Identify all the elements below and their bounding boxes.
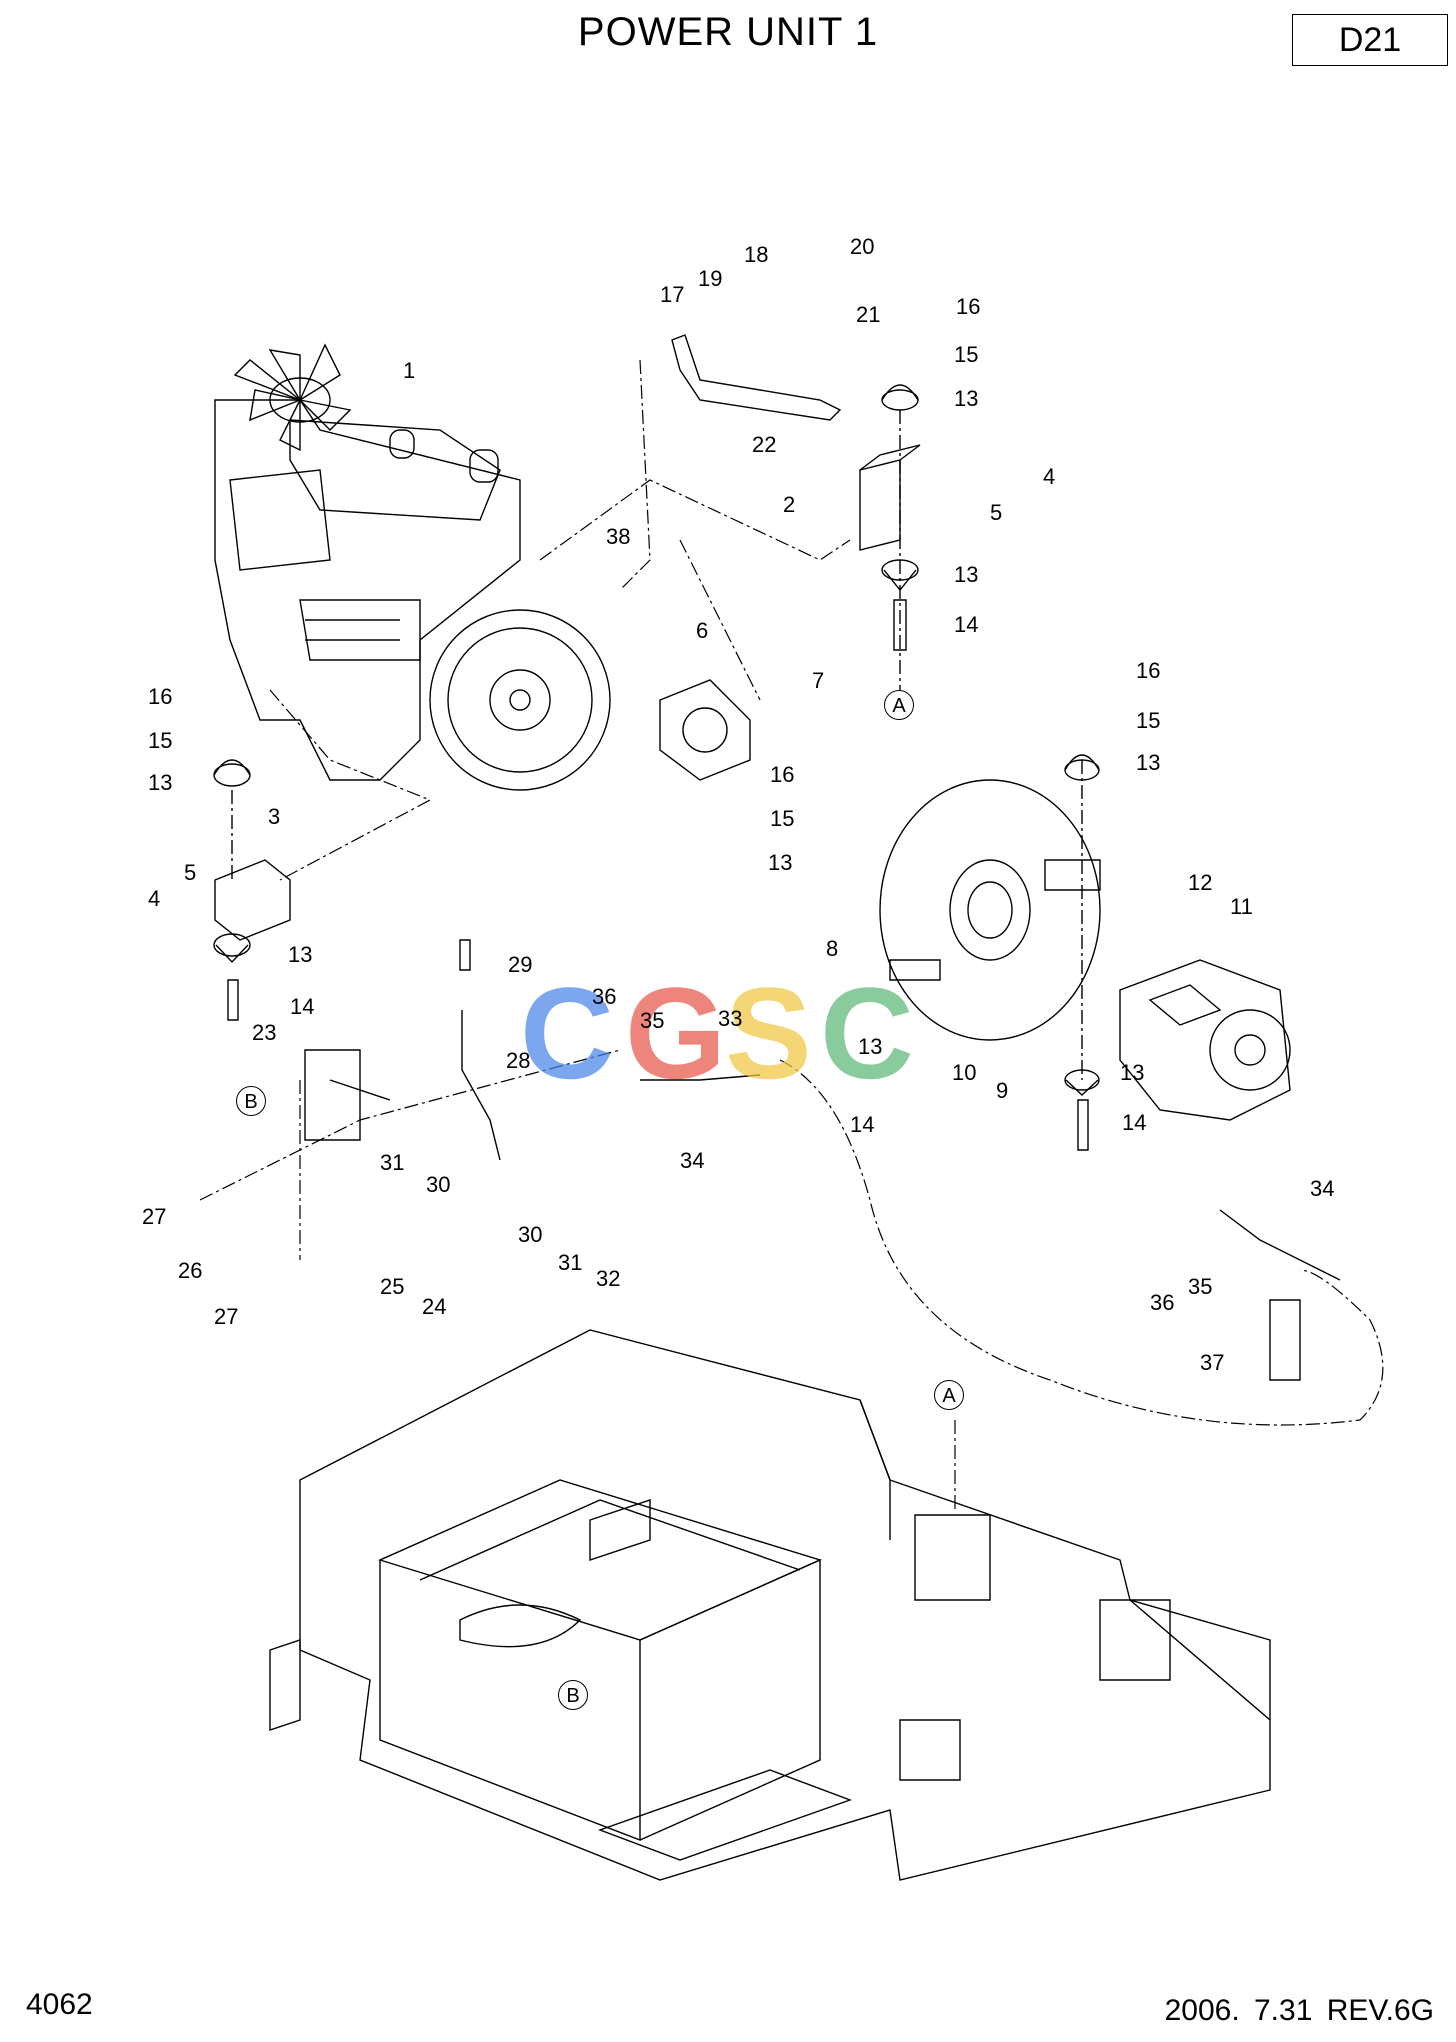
callout-27: 27 — [142, 1204, 167, 1229]
callout-33: 33 — [718, 1006, 743, 1031]
callout-13-f: 13 — [288, 942, 313, 967]
callout-30: 30 — [426, 1172, 451, 1197]
callout-16: 16 — [956, 294, 981, 319]
callout-35-b: 35 — [1188, 1274, 1213, 1299]
callout-12: 12 — [1188, 870, 1213, 895]
callout-13-g: 13 — [1120, 1060, 1145, 1085]
callout-9: 9 — [996, 1078, 1009, 1103]
callout-13-d: 13 — [768, 850, 793, 875]
callout-14-d: 14 — [1122, 1110, 1147, 1135]
callout-30-b: 30 — [518, 1222, 543, 1247]
callout-15-d: 15 — [1136, 708, 1161, 733]
callout-23: 23 — [252, 1020, 277, 1045]
callout-15-b: 15 — [148, 728, 173, 753]
callout-2: 2 — [783, 492, 796, 517]
engine-drawing — [214, 343, 611, 791]
watermark-letter-4: C — [820, 960, 914, 1090]
callout-14: 14 — [954, 612, 979, 637]
callout-25: 25 — [380, 1274, 405, 1299]
callout-1: 1 — [403, 358, 416, 383]
callout-16-b: 16 — [148, 684, 173, 709]
watermark-letter-3: S — [725, 960, 812, 1090]
frame-drawing — [269, 1329, 1271, 1881]
callout-16-d: 16 — [1136, 658, 1161, 683]
callout-38: 38 — [606, 524, 631, 549]
ref-marker-a-frame: A — [934, 1380, 964, 1410]
callout-14-b: 14 — [290, 994, 315, 1019]
callout-13-h: 13 — [858, 1034, 883, 1059]
callout-18: 18 — [744, 242, 769, 267]
cgsc-watermark: C G S C — [520, 960, 914, 1090]
callout-31-b: 31 — [558, 1250, 583, 1275]
callout-3: 3 — [268, 804, 281, 829]
watermark-letter-1: C — [520, 960, 614, 1090]
section-code: D21 — [1292, 14, 1448, 66]
callout-35: 35 — [640, 1008, 665, 1033]
callout-10: 10 — [952, 1060, 977, 1085]
callout-34-b: 34 — [1310, 1176, 1335, 1201]
page-title: POWER UNIT 1 — [577, 10, 879, 54]
callout-36: 36 — [592, 984, 617, 1009]
callout-34: 34 — [680, 1148, 705, 1173]
callout-36-b: 36 — [1150, 1290, 1175, 1315]
callout-20: 20 — [850, 234, 875, 259]
ref-marker-a: A — [884, 690, 914, 720]
watermark-letter-2: G — [625, 960, 726, 1090]
callout-6: 6 — [696, 618, 709, 643]
callout-13: 13 — [954, 386, 979, 411]
callout-15-c: 15 — [770, 806, 795, 831]
callout-27-b: 27 — [214, 1304, 239, 1329]
callout-19: 19 — [698, 266, 723, 291]
callout-13-b: 13 — [954, 562, 979, 587]
callout-22: 22 — [752, 432, 777, 457]
callout-11: 11 — [1230, 894, 1253, 919]
callout-15: 15 — [954, 342, 979, 367]
callout-21: 21 — [856, 302, 881, 327]
page-number: 4062 — [26, 1988, 93, 2021]
callout-28: 28 — [506, 1048, 531, 1073]
callout-5-b: 5 — [184, 860, 197, 885]
callout-37: 37 — [1200, 1350, 1225, 1375]
callout-13-c: 13 — [1136, 750, 1161, 775]
callout-17: 17 — [660, 282, 685, 307]
callout-32: 32 — [596, 1266, 621, 1291]
callout-4: 4 — [1043, 464, 1056, 489]
ref-marker-b-frame: B — [558, 1680, 588, 1710]
callout-24: 24 — [422, 1294, 447, 1319]
callout-8: 8 — [826, 936, 839, 961]
callout-16-c: 16 — [770, 762, 795, 787]
revision-date: 2006. 7.31 REV.6G — [1164, 1994, 1434, 2027]
callout-5: 5 — [990, 500, 1003, 525]
callout-29: 29 — [508, 952, 533, 977]
callout-26: 26 — [178, 1258, 203, 1283]
callout-4-b: 4 — [148, 886, 161, 911]
ref-marker-b: B — [236, 1086, 266, 1116]
callout-31: 31 — [380, 1150, 405, 1175]
callout-14-c: 14 — [850, 1112, 875, 1137]
callout-7: 7 — [812, 668, 825, 693]
callout-13-e: 13 — [148, 770, 173, 795]
